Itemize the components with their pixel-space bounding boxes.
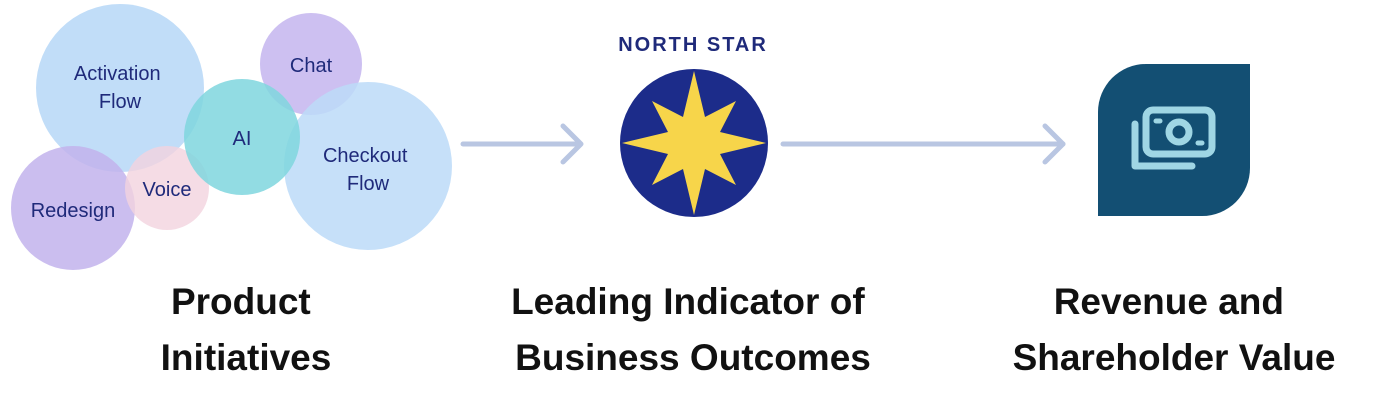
north-star: NORTH STAR <box>618 34 768 217</box>
chat-label: Chat <box>290 55 333 77</box>
arrow-initiatives-to-north-star <box>460 123 584 165</box>
voice-label: Voice <box>143 179 192 201</box>
ai-label: AI <box>233 128 252 150</box>
redesign-bubble <box>11 146 135 270</box>
arrow-north-star-to-revenue <box>780 123 1066 165</box>
redesign-label: Redesign <box>31 200 116 222</box>
compass-star-icon <box>622 71 766 215</box>
checkout-flow-label: Checkout Flow <box>323 145 413 195</box>
north-star-label: NORTH STAR <box>618 34 768 56</box>
revenue-tile <box>1098 64 1250 216</box>
ai-bubble <box>184 79 300 195</box>
initiatives-cluster: Activation Flow Chat AI Checkout Flow Re… <box>11 4 452 270</box>
revenue-caption: Revenue and Shareholder Value <box>1013 281 1336 378</box>
checkout-flow-bubble <box>284 82 452 250</box>
money-stack-icon <box>1131 106 1216 170</box>
activation-flow-label: Activation Flow <box>74 63 166 113</box>
north-star-caption: Leading Indicator of Business Outcomes <box>511 281 875 378</box>
initiatives-caption: Product Initiatives <box>161 281 332 378</box>
voice-bubble <box>125 146 209 230</box>
activation-flow-bubble <box>36 4 204 172</box>
